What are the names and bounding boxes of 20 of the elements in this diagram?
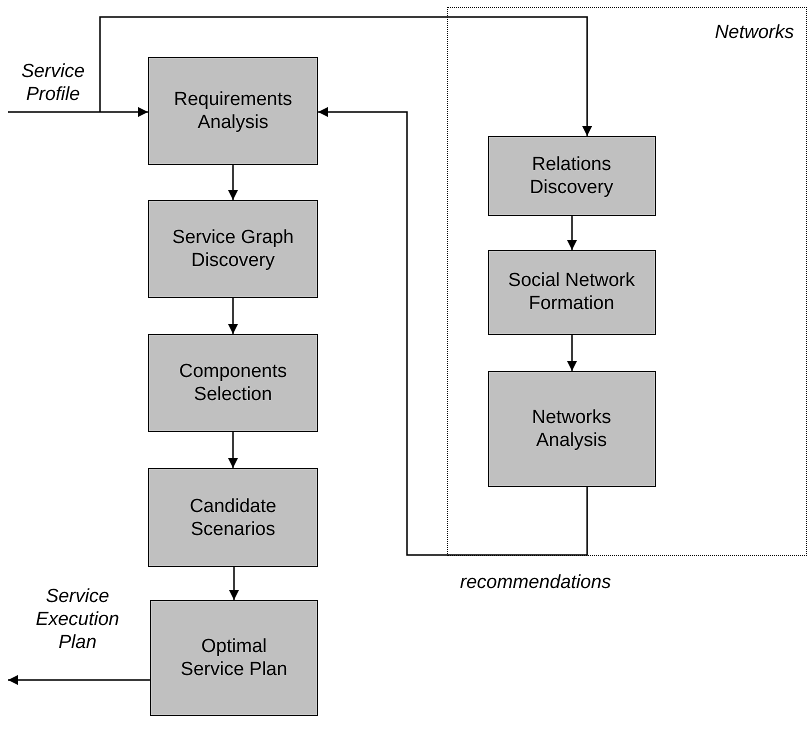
arrow [567,335,577,371]
arrow [228,165,238,200]
dotted-group-box [447,7,807,556]
arrow [8,107,148,117]
arrow [567,216,577,250]
group-title: Networks [714,22,794,44]
arrow [8,675,150,685]
arrow [228,432,238,468]
arrow [99,16,592,136]
arrow [229,567,239,600]
process-box: Candidate Scenarios [148,468,318,567]
process-box: Relations Discovery [488,136,656,216]
arrow [318,107,588,556]
process-box: Networks Analysis [488,370,656,486]
process-box: Social Network Formation [488,250,656,334]
arrow [228,298,238,334]
process-box: Components Selection [148,334,318,432]
process-box: Optimal Service Plan [150,600,318,716]
process-box: Requirements Analysis [148,57,318,165]
process-box: Service Graph Discovery [148,200,318,298]
